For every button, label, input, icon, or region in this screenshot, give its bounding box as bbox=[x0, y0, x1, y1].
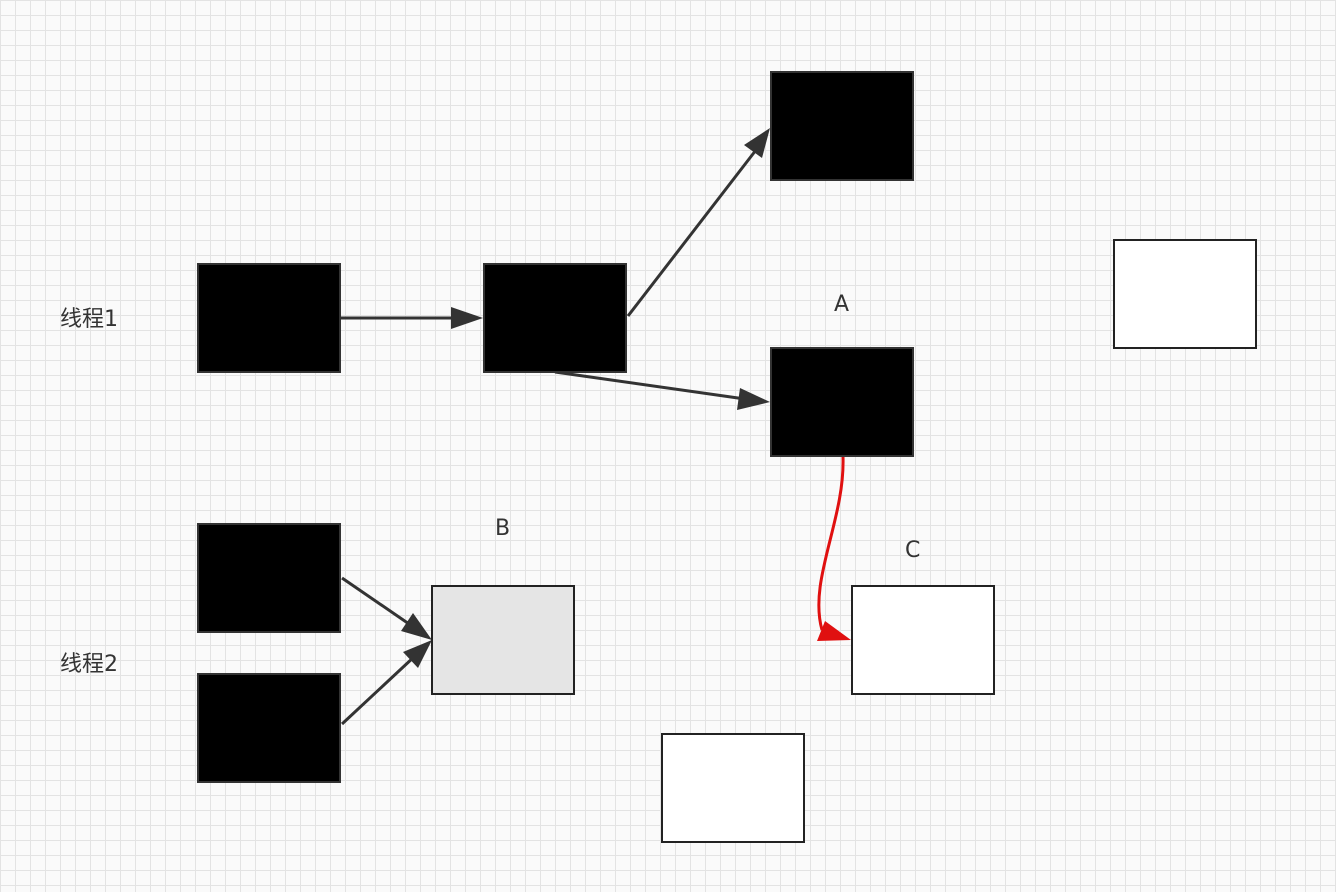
arrowhead-a-to-c bbox=[817, 621, 851, 641]
node-c[interactable] bbox=[851, 585, 995, 695]
arrowhead-t1n2-to-a bbox=[737, 388, 770, 410]
arrowhead-t1n2-to-top bbox=[744, 128, 770, 158]
node-c-label: C bbox=[905, 538, 921, 563]
edge-t1n2-to-top bbox=[626, 149, 758, 317]
thread2-node-1[interactable] bbox=[197, 523, 341, 633]
thread2-node-2[interactable] bbox=[197, 673, 341, 783]
thread1-node-1[interactable] bbox=[197, 263, 341, 373]
edge-t1n2-to-a bbox=[554, 370, 746, 401]
thread2-label: 线程2 bbox=[60, 652, 118, 677]
node-a-label: A bbox=[834, 292, 850, 317]
node-a[interactable] bbox=[770, 347, 914, 457]
arrowhead-t2n2-to-b bbox=[403, 640, 432, 668]
thread1-node-top[interactable] bbox=[770, 71, 914, 181]
arrowhead-t1n1-to-t1n2 bbox=[451, 307, 483, 329]
thread1-label: 线程1 bbox=[60, 307, 118, 332]
white-node-bottom[interactable] bbox=[661, 733, 805, 843]
edge-t2n2-to-b bbox=[340, 654, 417, 726]
white-node-right[interactable] bbox=[1113, 239, 1257, 349]
edge-t2n1-to-b bbox=[341, 576, 413, 628]
node-b-label: B bbox=[495, 516, 511, 541]
thread1-node-2[interactable] bbox=[483, 263, 627, 373]
arrowhead-t2n1-to-b bbox=[401, 613, 432, 640]
node-b[interactable] bbox=[431, 585, 575, 695]
edge-a-to-c bbox=[817, 456, 845, 631]
